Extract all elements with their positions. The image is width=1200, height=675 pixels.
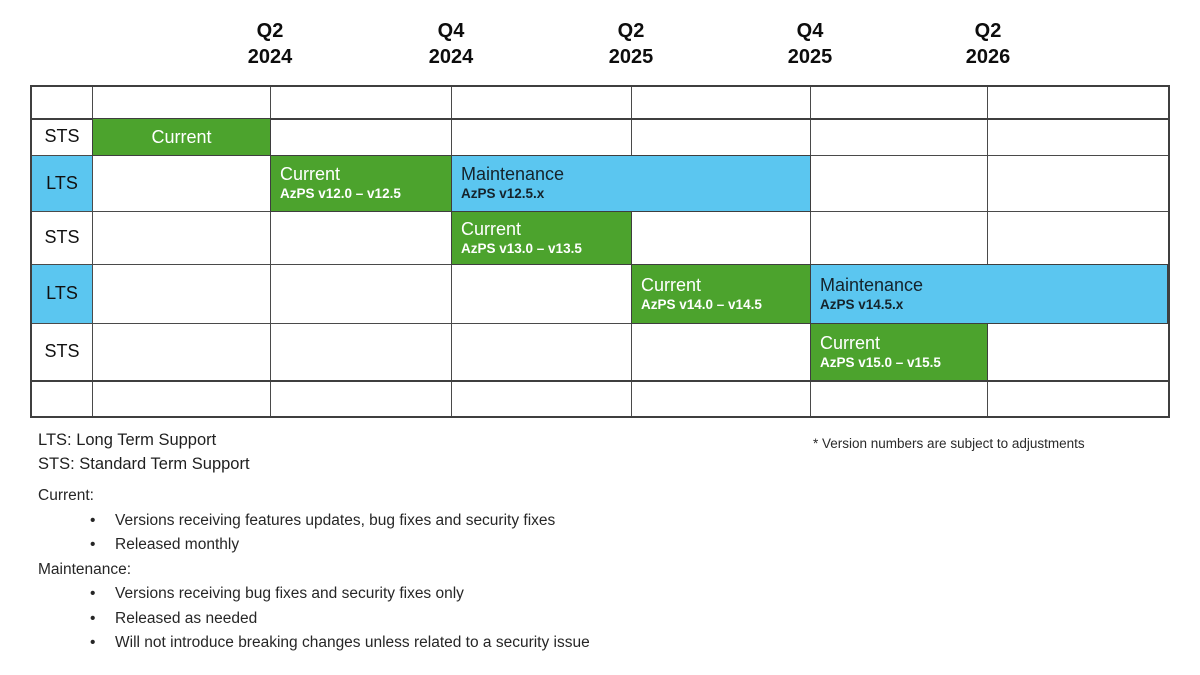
grid-line <box>32 323 1168 324</box>
legend-sts: STS: Standard Term Support <box>38 455 250 473</box>
bar-current-sts-row1: Current <box>92 118 271 156</box>
timeline-tick-q2-2026: Q2 2026 <box>918 18 1058 70</box>
list-item: Versions receiving bug fixes and securit… <box>38 582 590 607</box>
current-definition-list: Versions receiving features updates, bug… <box>38 509 590 558</box>
tick-year: 2025 <box>787 46 833 68</box>
bar-title: Current <box>151 126 212 147</box>
abbreviation-legend: LTS: Long Term Support STS: Standard Ter… <box>38 428 250 476</box>
grid-line <box>270 87 271 416</box>
bar-versions: AzPS v12.0 – v12.5 <box>280 186 401 201</box>
bar-title: Current <box>820 332 881 353</box>
bar-current-v15: Current AzPS v15.0 – v15.5 <box>810 323 988 381</box>
current-definition-label: Current: <box>38 487 94 504</box>
bar-title: Current <box>280 164 341 184</box>
bar-versions: AzPS v13.0 – v13.5 <box>461 240 582 256</box>
row-label-sts-1: STS <box>44 126 80 146</box>
bar-current-v13: Current AzPS v13.0 – v13.5 <box>451 211 632 265</box>
legend-lts: LTS: Long Term Support <box>38 431 217 449</box>
bar-title: Maintenance <box>820 274 924 295</box>
tick-quarter: Q2 <box>256 20 284 42</box>
bar-versions: AzPS v15.0 – v15.5 <box>820 354 941 370</box>
phase-definitions: Current: Versions receiving features upd… <box>38 484 590 656</box>
grid-line <box>810 87 811 416</box>
tick-year: 2024 <box>428 46 474 68</box>
bar-title: Current <box>641 274 702 295</box>
tick-year: 2024 <box>247 46 293 68</box>
bar-current-v14: Current AzPS v14.0 – v14.5 <box>631 264 811 324</box>
row-label-lts-1: LTS <box>32 155 92 211</box>
list-item: Released as needed <box>38 607 590 632</box>
list-item: Versions receiving features updates, bug… <box>38 509 590 534</box>
timeline-tick-q2-2025: Q2 2025 <box>561 18 701 70</box>
row-label-sts-3: STS <box>44 341 80 361</box>
grid-line <box>32 380 1168 382</box>
bar-maintenance-v14-5: Maintenance AzPS v14.5.x <box>810 264 1168 324</box>
row-label-sts-2: STS <box>44 227 80 247</box>
grid-line <box>987 87 988 416</box>
timeline-grid: STS LTS STS LTS STS Current Current AzPS… <box>30 85 1170 418</box>
tick-quarter: Q4 <box>437 20 465 42</box>
tick-year: 2025 <box>608 46 654 68</box>
row-label-lts-2: LTS <box>32 264 92 323</box>
version-disclaimer: * Version numbers are subject to adjustm… <box>813 436 1085 451</box>
timeline-tick-q2-2024: Q2 2024 <box>200 18 340 70</box>
bar-versions: AzPS v14.0 – v14.5 <box>641 296 762 312</box>
grid-line <box>92 87 93 416</box>
bar-title: Current <box>461 218 522 239</box>
tick-year: 2026 <box>965 46 1011 68</box>
bar-versions: AzPS v14.5.x <box>820 296 904 312</box>
bar-title: Maintenance <box>461 164 565 184</box>
maintenance-definition-label: Maintenance: <box>38 560 132 578</box>
tick-quarter: Q2 <box>617 20 645 42</box>
grid-line <box>32 118 1168 120</box>
bar-maintenance-v12-5: Maintenance AzPS v12.5.x <box>451 155 811 212</box>
bar-versions: AzPS v12.5.x <box>461 186 545 201</box>
timeline-tick-q4-2024: Q4 2024 <box>381 18 521 70</box>
tick-quarter: Q4 <box>796 20 824 42</box>
list-item: Will not introduce breaking changes unle… <box>38 631 590 656</box>
maintenance-definition-list: Versions receiving bug fixes and securit… <box>38 582 590 656</box>
bar-current-v12: Current AzPS v12.0 – v12.5 <box>270 155 452 212</box>
list-item: Released monthly <box>38 533 590 558</box>
timeline-tick-q4-2025: Q4 2025 <box>740 18 880 70</box>
tick-quarter: Q2 <box>974 20 1002 42</box>
